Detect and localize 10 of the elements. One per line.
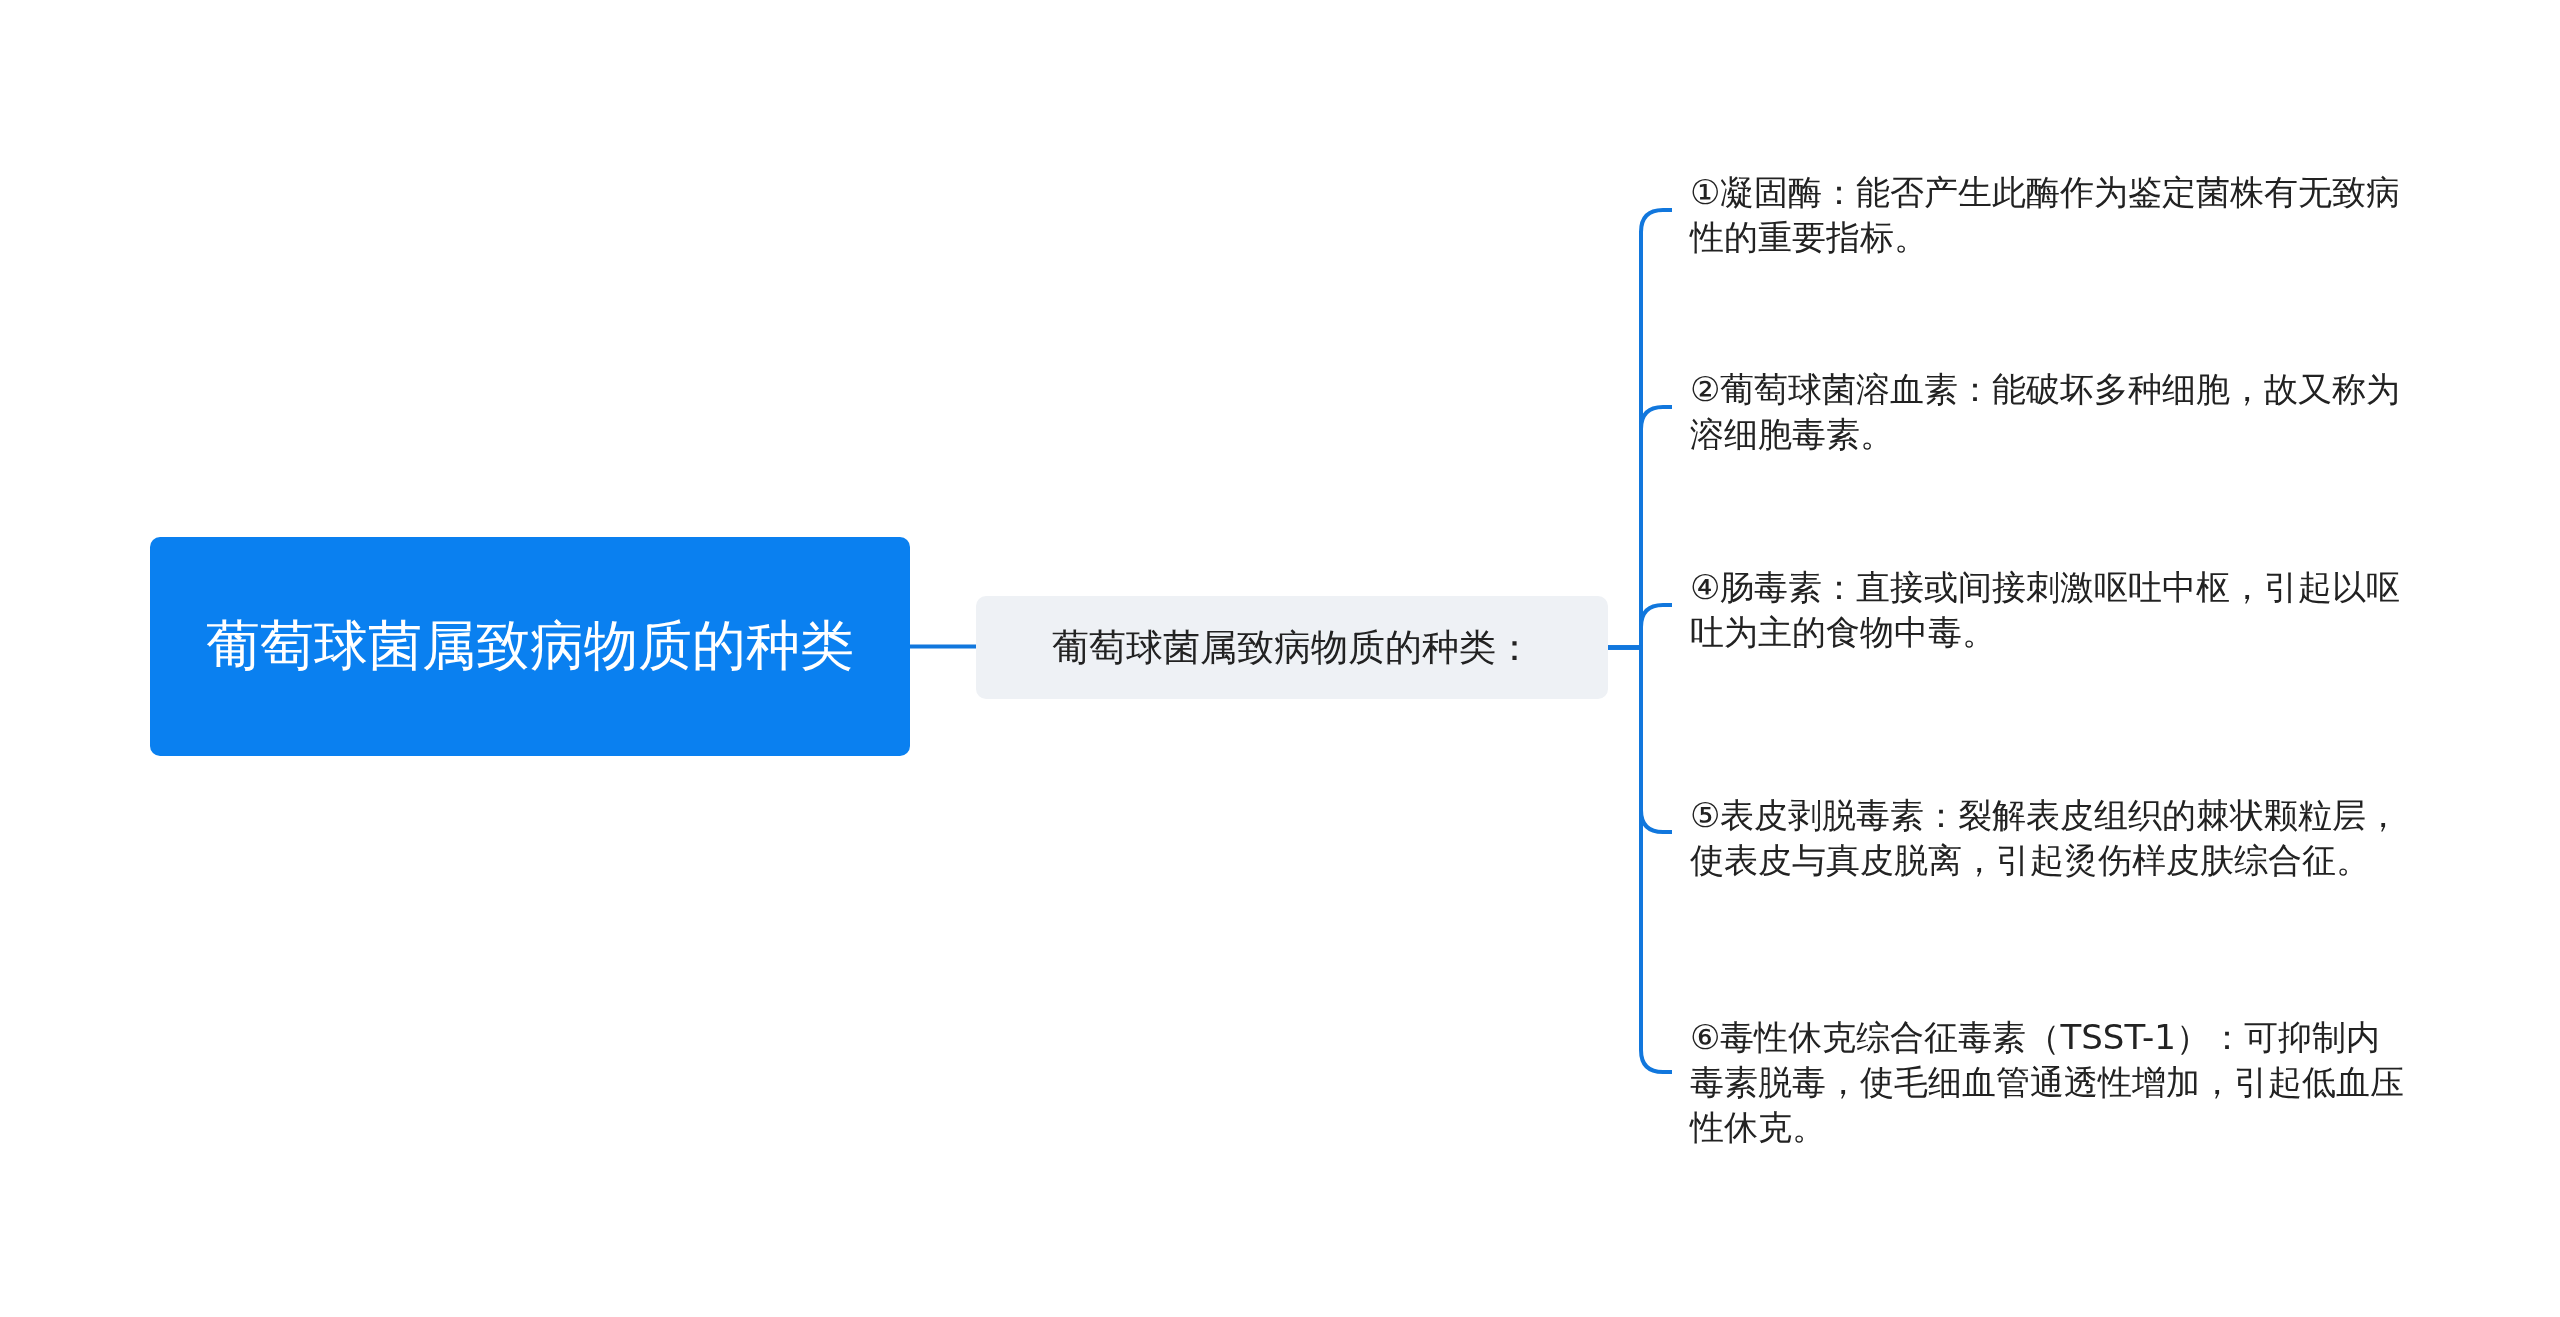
topic-text: ⑥毒性休克综合征毒素（TSST-1）：可抑制内毒素脱毒，使毛细血管通透性增加，引起低血压性休克。 [1690, 1016, 2405, 1149]
connector-line [910, 644, 976, 649]
topic-text: 葡萄球菌属致病物质的种类 [206, 614, 854, 679]
topic-text: ⑤表皮剥脱毒素：裂解表皮组织的棘状颗粒层，使表皮与真皮脱离，引起烫伤样皮肤综合征。 [1690, 793, 2402, 882]
subtopic-box [976, 596, 1608, 699]
topic-text: ②葡萄球菌溶血素：能破坏多种细胞，故又称为溶细胞毒素。 [1690, 368, 2402, 456]
topic-text: 葡萄球菌属致病物质的种类： [1051, 624, 1533, 671]
topic-text: ④肠毒素：直接或间接刺激呕吐中枢，引起以呕吐为主的食物中毒。 [1690, 566, 2402, 654]
topic-text: ①凝固酶：能否产生此酶作为鉴定菌株有无致病性的重要指标。 [1690, 171, 2402, 259]
root-topic-box [150, 537, 910, 756]
